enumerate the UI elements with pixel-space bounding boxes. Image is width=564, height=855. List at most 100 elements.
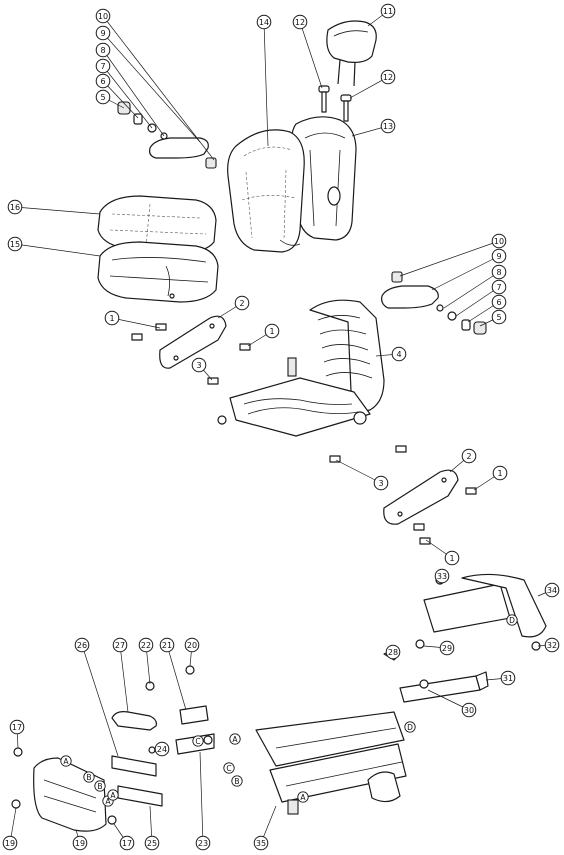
seat-frame — [217, 299, 385, 437]
callout-c9b: 9 — [491, 248, 507, 264]
bolt-set — [131, 323, 477, 545]
leader-line-c26 — [81, 644, 119, 757]
leader-line-c30 — [427, 689, 470, 711]
callout-number: 13 — [383, 122, 393, 131]
callout-c2b: 2 — [461, 448, 477, 464]
reference-letter: C — [195, 737, 200, 746]
callout-circle — [544, 637, 560, 653]
reference-circle — [83, 771, 95, 783]
callout-number: 16 — [10, 203, 20, 212]
leader-line-c21 — [166, 644, 187, 711]
leader-line-c9a — [102, 32, 201, 143]
callout-circle — [144, 835, 160, 851]
leader-line-c6a — [102, 80, 139, 119]
callout-circle — [461, 702, 477, 718]
leader-line-c23 — [199, 751, 204, 844]
leader-lines — [9, 10, 553, 844]
callout-c28: 28 — [385, 644, 401, 660]
callout-c12a: 12 — [292, 14, 308, 30]
callout-c5a: 5 — [95, 89, 111, 105]
callout-number: 23 — [198, 839, 208, 848]
reference-rA1: A — [60, 755, 72, 767]
callout-number: 28 — [388, 648, 398, 657]
reference-letter: D — [509, 616, 515, 625]
headrest-guide — [318, 85, 352, 122]
callout-number: 1 — [497, 469, 502, 478]
callout-c29: 29 — [439, 640, 455, 656]
callout-number: 27 — [115, 641, 125, 650]
reference-rB3: B — [94, 780, 106, 792]
reference-circle — [60, 755, 72, 767]
reference-letter: A — [63, 757, 69, 766]
callout-number: 19 — [5, 839, 15, 848]
callout-c35: 35 — [253, 835, 269, 851]
callout-c10b: 10 — [491, 233, 507, 249]
callout-circle — [491, 279, 507, 295]
callout-c17b: 17 — [119, 835, 135, 851]
callout-circle — [373, 475, 389, 491]
callout-circle — [72, 835, 88, 851]
reference-letter: B — [234, 777, 239, 786]
callout-c2a: 2 — [234, 295, 250, 311]
callout-circle — [544, 582, 560, 598]
callout-number: 6 — [100, 77, 105, 86]
reference-letter: C — [226, 764, 231, 773]
callout-c31: 31 — [500, 670, 516, 686]
callout-c19b: 19 — [72, 835, 88, 851]
callout-circle — [256, 14, 272, 30]
reference-rD1: D — [404, 721, 416, 733]
callout-number: 7 — [100, 62, 105, 71]
callout-c12b: 12 — [380, 69, 396, 85]
callout-number: 19 — [75, 839, 85, 848]
callout-number: 10 — [98, 12, 108, 21]
callout-number: 26 — [77, 641, 87, 650]
callout-c27: 27 — [112, 637, 128, 653]
callout-c24: 24 — [154, 741, 170, 757]
callout-circle — [439, 640, 455, 656]
callout-circle — [444, 550, 460, 566]
callout-c26: 26 — [74, 637, 90, 653]
callout-number: 3 — [378, 479, 383, 488]
callout-circle — [491, 309, 507, 325]
seat-cushion-cover — [97, 195, 217, 253]
callout-circle — [7, 199, 23, 215]
callout-number: 3 — [196, 361, 201, 370]
callout-c4: 4 — [391, 346, 407, 362]
callout-circle — [95, 25, 111, 41]
callout-c32: 32 — [544, 637, 560, 653]
callout-number: 32 — [547, 641, 557, 650]
callout-number: 25 — [147, 839, 157, 848]
callout-c23: 23 — [195, 835, 211, 851]
seat-frame-bracket-left — [159, 315, 227, 369]
callout-number: 5 — [496, 313, 501, 322]
callout-c6a: 6 — [95, 73, 111, 89]
callout-c21: 21 — [159, 637, 175, 653]
leader-line-c10a — [102, 15, 215, 161]
callout-circle — [491, 233, 507, 249]
callout-c3a: 3 — [191, 357, 207, 373]
callout-number: 34 — [547, 586, 557, 595]
callout-number: 20 — [187, 641, 197, 650]
reference-rA5: A — [107, 789, 119, 801]
screw-set — [11, 665, 213, 825]
reference-letter: A — [300, 793, 306, 802]
callout-circle — [434, 568, 450, 584]
callout-circle — [253, 835, 269, 851]
callout-circle — [138, 637, 154, 653]
callout-circle — [7, 236, 23, 252]
callout-number: 35 — [256, 839, 266, 848]
callout-circle — [112, 637, 128, 653]
callout-circle — [491, 248, 507, 264]
callout-number: 14 — [259, 18, 269, 27]
callout-number: 8 — [100, 46, 105, 55]
recliner-cover-right — [381, 285, 439, 309]
reference-circle — [506, 614, 518, 626]
callout-circle — [95, 8, 111, 24]
callout-c5b: 5 — [491, 309, 507, 325]
callout-c14: 14 — [256, 14, 272, 30]
seat-frame-bracket-right — [383, 469, 459, 525]
callout-number: 6 — [496, 298, 501, 307]
callout-circle — [104, 310, 120, 326]
